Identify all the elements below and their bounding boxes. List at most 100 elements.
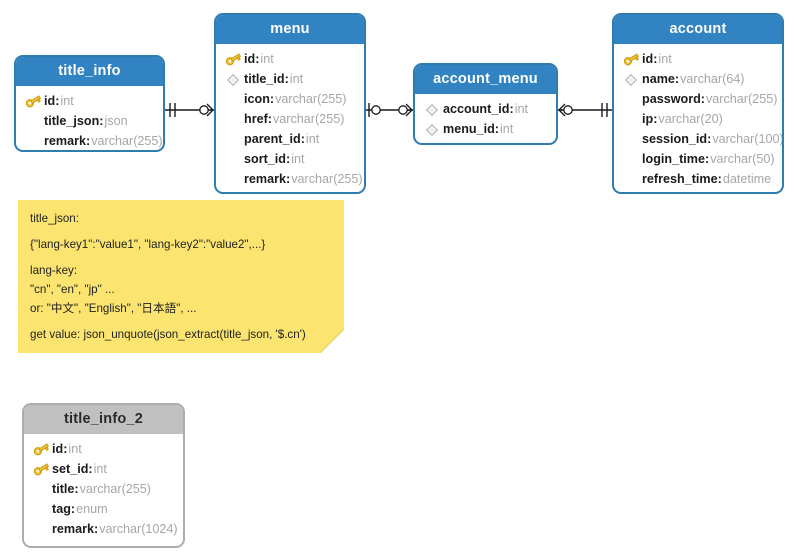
- entity-title-account_menu: account_menu: [415, 65, 556, 94]
- attribute-row: account_id: int: [415, 99, 556, 119]
- note-line: lang-key:: [30, 264, 78, 277]
- note-line: "cn", "en", "jp" ...: [30, 283, 115, 296]
- attribute-separator: :: [509, 102, 514, 116]
- attribute-no-marker: [33, 499, 52, 519]
- attribute-no-marker: [225, 169, 244, 189]
- attribute-name: sort_id: [244, 152, 286, 166]
- attribute-row: tag: enum: [24, 499, 183, 519]
- key-icon: [25, 91, 44, 111]
- note-title_json[interactable]: title_json: {"lang-key1":"value1", "lang-…: [18, 200, 344, 353]
- attribute-name: ip: [642, 112, 654, 126]
- attribute-no-marker: [33, 479, 52, 499]
- attribute-row: title_json: json: [16, 111, 163, 131]
- attribute-name: remark: [44, 134, 87, 148]
- attribute-separator: :: [700, 92, 705, 106]
- attribute-name: password: [642, 92, 701, 106]
- key-icon: [33, 439, 52, 459]
- attribute-no-marker: [25, 131, 44, 150]
- attribute-no-marker: [225, 109, 244, 129]
- attribute-type: varchar(255): [91, 134, 163, 148]
- attribute-type: int: [60, 94, 74, 108]
- attribute-row: id: int: [216, 49, 364, 69]
- attribute-separator: :: [494, 122, 499, 136]
- attribute-separator: :: [286, 172, 291, 186]
- attribute-type: varchar(1024): [99, 522, 178, 536]
- attribute-name: id: [52, 442, 64, 456]
- attribute-separator: :: [653, 112, 658, 126]
- attribute-name: id: [244, 52, 256, 66]
- attribute-row: href: varchar(255): [216, 109, 364, 129]
- attribute-separator: :: [653, 52, 658, 66]
- attribute-type: int: [289, 72, 304, 86]
- attribute-name: remark: [244, 172, 287, 186]
- attribute-type: int: [658, 52, 672, 66]
- attribute-row: refresh_time: datetime: [614, 169, 782, 189]
- attribute-name: account_id: [443, 102, 510, 116]
- key-icon: [33, 459, 52, 479]
- diamond-icon: [225, 69, 244, 89]
- attribute-row: id: int: [614, 49, 782, 69]
- attribute-name: login_time: [642, 152, 705, 166]
- diamond-icon: [424, 119, 443, 139]
- attribute-type: enum: [76, 502, 108, 516]
- attribute-no-marker: [225, 129, 244, 149]
- key-icon: [623, 49, 642, 69]
- attribute-separator: :: [70, 502, 76, 516]
- attribute-no-marker: [225, 89, 244, 109]
- note-line: get value: json_unquote(json_extract(tit…: [30, 328, 306, 341]
- attribute-type: varchar(64): [680, 72, 745, 86]
- attribute-name: title_json: [44, 114, 100, 128]
- attribute-name: tag: [52, 502, 71, 516]
- entity-title-title_info: title_info: [16, 57, 163, 86]
- attribute-separator: :: [286, 152, 291, 166]
- attribute-name: id: [642, 52, 654, 66]
- attribute-separator: :: [300, 132, 305, 146]
- attribute-row: session_id: varchar(100): [614, 129, 782, 149]
- attribute-name: refresh_time: [642, 172, 718, 186]
- attribute-row: name: varchar(64): [614, 69, 782, 89]
- attribute-name: remark: [52, 522, 95, 536]
- attribute-row: title_id: int: [216, 69, 364, 89]
- attribute-separator: :: [88, 462, 93, 476]
- attribute-type: int: [260, 52, 274, 66]
- attribute-name: icon: [244, 92, 270, 106]
- attribute-row: set_id: int: [24, 459, 183, 479]
- attribute-type: int: [305, 132, 320, 146]
- attribute-name: title_id: [244, 72, 285, 86]
- relationship-title_info-menu: [165, 103, 214, 117]
- note-line: title_json:: [30, 212, 79, 225]
- attribute-type: datetime: [722, 172, 772, 186]
- attribute-no-marker: [623, 89, 642, 109]
- attribute-type: varchar(255): [79, 482, 151, 496]
- entity-title-title_info_2: title_info_2: [24, 405, 183, 434]
- attribute-row: remark: varchar(1024): [24, 519, 183, 539]
- attribute-type: int: [514, 102, 528, 116]
- attribute-name: title: [52, 482, 75, 496]
- attribute-separator: :: [269, 92, 275, 106]
- attribute-separator: :: [99, 114, 104, 128]
- attribute-row: id: int: [16, 91, 163, 111]
- attribute-no-marker: [33, 519, 52, 539]
- diamond-icon: [424, 99, 443, 119]
- attribute-row: login_time: varchar(50): [614, 149, 782, 169]
- attribute-row: remark: varchar(255): [16, 131, 163, 150]
- entity-title-menu: menu: [216, 15, 364, 44]
- attribute-name: parent_id: [244, 132, 301, 146]
- attribute-name: name: [642, 72, 675, 86]
- attribute-row: remark: varchar(255): [216, 169, 364, 189]
- attribute-separator: :: [704, 152, 710, 166]
- attribute-separator: :: [267, 112, 272, 126]
- attribute-type: int: [500, 122, 514, 136]
- attribute-separator: :: [55, 94, 60, 108]
- note-line: {"lang-key1":"value1", "lang-key2":"valu…: [30, 238, 266, 251]
- attribute-no-marker: [225, 149, 244, 169]
